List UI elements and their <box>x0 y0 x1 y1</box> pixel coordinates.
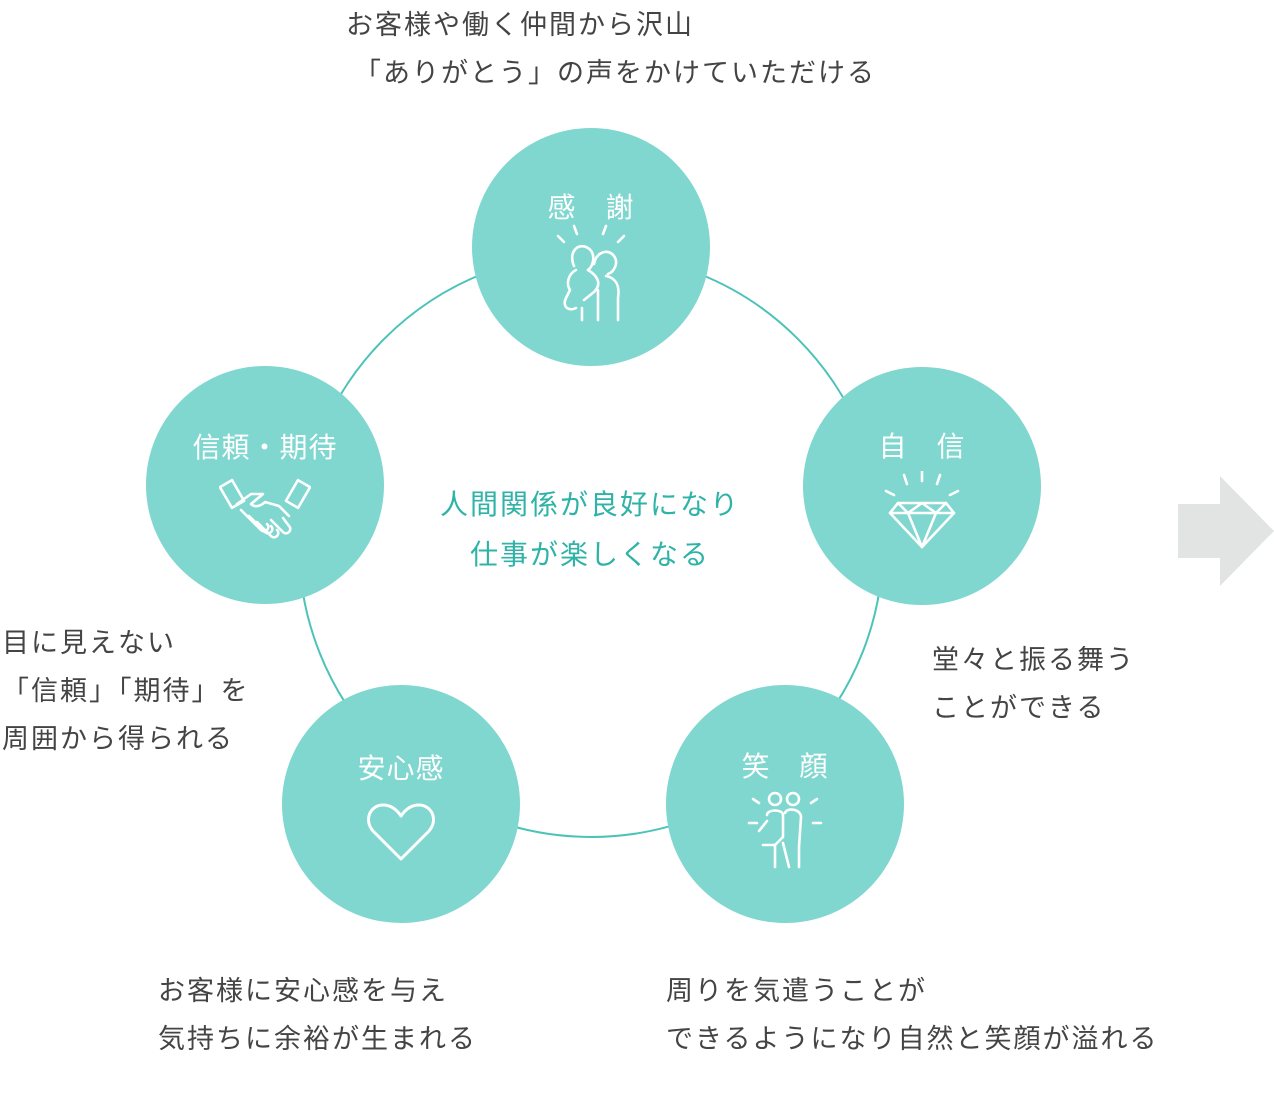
caption-line: 気持ちに余裕が生まれる <box>158 1024 477 1055</box>
center-message: 人間関係が良好になり 仕事が楽しくなる <box>420 480 760 580</box>
caption-confidence: 堂々と振る舞う ことができる <box>932 637 1135 733</box>
caption-line: お客様や働く仲間から沢山 <box>346 10 694 41</box>
caption-line: 目に見えない <box>2 628 176 659</box>
node-trust: 信頼・期待 <box>146 366 384 604</box>
handshake-icon <box>219 478 311 539</box>
people-icon <box>747 791 823 869</box>
node-title: 信頼・期待 <box>192 431 338 464</box>
caption-line: 「信頼」「期待」を <box>2 676 250 707</box>
node-gratitude: 感 謝 <box>472 128 710 366</box>
caption-gratitude: お客様や働く仲間から沢山 「ありがとう」の声をかけていただける <box>346 2 876 98</box>
node-confidence: 自 信 <box>803 367 1041 605</box>
center-line-1: 人間関係が良好になり <box>439 488 740 521</box>
caption-line: 周囲から得られる <box>2 724 234 755</box>
node-title: 安心感 <box>357 752 445 785</box>
node-title: 感 謝 <box>547 191 635 224</box>
diamond-icon <box>884 471 960 549</box>
caption-line: 「ありがとう」の声をかけていただける <box>354 58 876 89</box>
caption-security: お客様に安心感を与え 気持ちに余裕が生まれる <box>158 968 477 1064</box>
caption-line: 堂々と振る舞う <box>932 645 1135 676</box>
caption-trust: 目に見えない 「信頼」「期待」を 周囲から得られる <box>2 620 250 764</box>
node-security: 安心感 <box>282 685 520 923</box>
node-title: 自 信 <box>878 430 966 463</box>
caption-line: お客様に安心感を与え <box>158 976 448 1007</box>
center-line-2: 仕事が楽しくなる <box>469 538 710 571</box>
hug-icon <box>556 224 626 322</box>
caption-line: できるようになり自然と笑顔が溢れる <box>666 1024 1159 1055</box>
caption-smile: 周りを気遣うことが できるようになり自然と笑顔が溢れる <box>666 968 1158 1064</box>
node-smile: 笑 顔 <box>666 685 904 923</box>
right-arrow-icon <box>1178 476 1274 586</box>
caption-line: 周りを気遣うことが <box>666 976 927 1007</box>
caption-line: ことができる <box>932 693 1106 724</box>
node-title: 笑 顔 <box>741 750 829 783</box>
heart-icon <box>367 803 435 861</box>
